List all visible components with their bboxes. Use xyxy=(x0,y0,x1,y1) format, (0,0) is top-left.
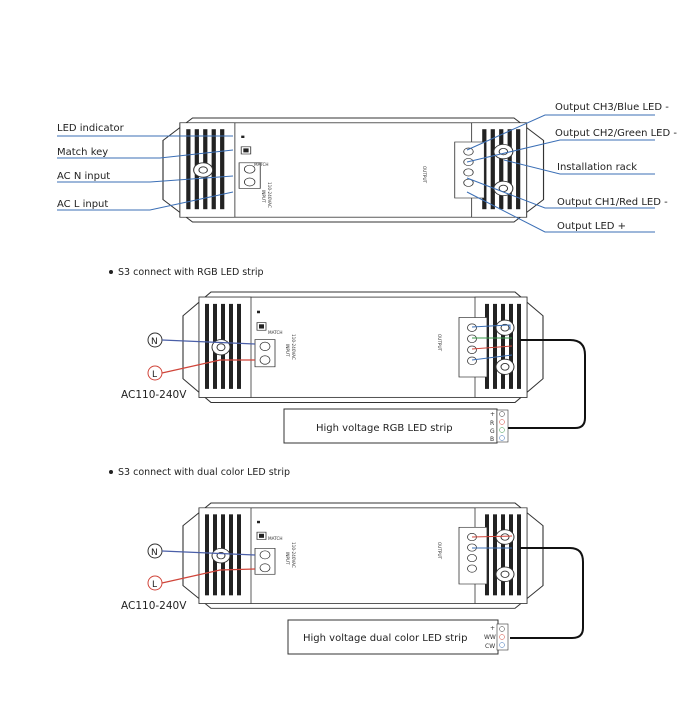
section1-output-label: OUTPUT xyxy=(437,334,442,352)
callout-match-key: Match key xyxy=(57,147,108,158)
top-callouts-left: LED indicator Match key AC N input AC L … xyxy=(57,123,125,210)
section1-n-terminal: N xyxy=(147,332,163,348)
section1-match-label: MATCH xyxy=(268,330,283,335)
bullet-icon xyxy=(109,270,113,274)
callout-output-led-plus: Output LED + xyxy=(557,221,626,232)
section2-input-label: INPUT xyxy=(285,552,290,565)
section2-heading-group: S3 connect with dual color LED strip xyxy=(109,467,290,478)
section1-wire-n xyxy=(161,339,256,345)
section2-heading: S3 connect with dual color LED strip xyxy=(118,467,290,478)
section1-l-text: L xyxy=(152,370,157,380)
section2-output-wires xyxy=(471,535,513,549)
callout-ac-n-input: AC N input xyxy=(57,171,110,182)
section2-strip-pins: + WW CW xyxy=(484,623,509,651)
top-callouts-right: Output CH3/Blue LED - Output CH2/Green L… xyxy=(555,102,677,232)
section2-n-text: N xyxy=(151,548,158,558)
section1-heading-group: S3 connect with RGB LED strip xyxy=(109,267,264,278)
top-left-callout-lines xyxy=(57,135,234,211)
section1-device-text: MATCH INPUT 110-240VAC OUTPUT xyxy=(268,330,442,360)
top-input-spec: 110-240VAC xyxy=(267,182,272,208)
section1-strip-box: High voltage RGB LED strip xyxy=(283,408,498,444)
top-controller xyxy=(162,117,545,223)
section2-device-text: MATCH INPUT 110-240VAC OUTPUT xyxy=(268,536,442,568)
section2-controller xyxy=(182,502,544,609)
section1-input-label: INPUT xyxy=(285,344,290,357)
section1-n-text: N xyxy=(151,337,158,347)
section1-strip-cable xyxy=(508,339,586,429)
top-match-label: MATCH xyxy=(254,162,269,167)
section2-l-terminal: L xyxy=(147,575,163,591)
top-output-label: OUTPUT xyxy=(422,166,427,184)
section2-l-text: L xyxy=(152,580,157,590)
section1-strip-pins: + R G B xyxy=(490,409,509,443)
pin-cw: CW xyxy=(485,643,495,650)
section2-wire-n xyxy=(161,550,256,556)
section2-strip-box: High voltage dual color LED strip xyxy=(287,619,499,655)
section2-strip-label: High voltage dual color LED strip xyxy=(303,633,467,644)
top-device-text: MATCH INPUT 110-240VAC OUTPUT xyxy=(254,162,427,208)
section2-n-terminal: N xyxy=(147,543,163,559)
section1-l-terminal: L xyxy=(147,365,163,381)
callout-output-ch1: Output CH1/Red LED - xyxy=(557,197,668,208)
section1-input-spec: 110-240VAC xyxy=(291,334,296,360)
pin-r: R xyxy=(490,420,494,427)
pin-b: B xyxy=(490,436,494,443)
callout-installation-rack: Installation rack xyxy=(557,162,637,173)
section2-match-label: MATCH xyxy=(268,536,283,541)
bullet-icon xyxy=(109,470,113,474)
section2-strip-cable xyxy=(510,547,584,639)
section1-wire-l xyxy=(161,359,255,374)
pin-g: G xyxy=(490,428,495,435)
section2-wire-l xyxy=(161,568,256,584)
callout-output-ch3: Output CH3/Blue LED - xyxy=(555,102,669,113)
top-right-callout-lines xyxy=(466,114,655,233)
callout-output-ch2: Output CH2/Green LED - xyxy=(555,128,677,139)
section1-strip-label: High voltage RGB LED strip xyxy=(316,423,453,434)
pin-plus: + xyxy=(490,411,495,418)
section2-output-label: OUTPUT xyxy=(437,542,442,560)
section1-ac-label: AC110-240V xyxy=(121,389,187,401)
top-input-label: INPUT xyxy=(261,190,266,203)
section1-output-wires xyxy=(471,324,513,361)
pin-plus: + xyxy=(490,625,495,632)
section2-input-spec: 110-240VAC xyxy=(291,542,296,568)
section2-ac-label: AC110-240V xyxy=(121,600,187,612)
callout-ac-l-input: AC L input xyxy=(57,199,108,210)
pin-ww: WW xyxy=(484,634,496,641)
callout-led-indicator: LED indicator xyxy=(57,123,125,134)
section1-heading: S3 connect with RGB LED strip xyxy=(118,267,264,278)
